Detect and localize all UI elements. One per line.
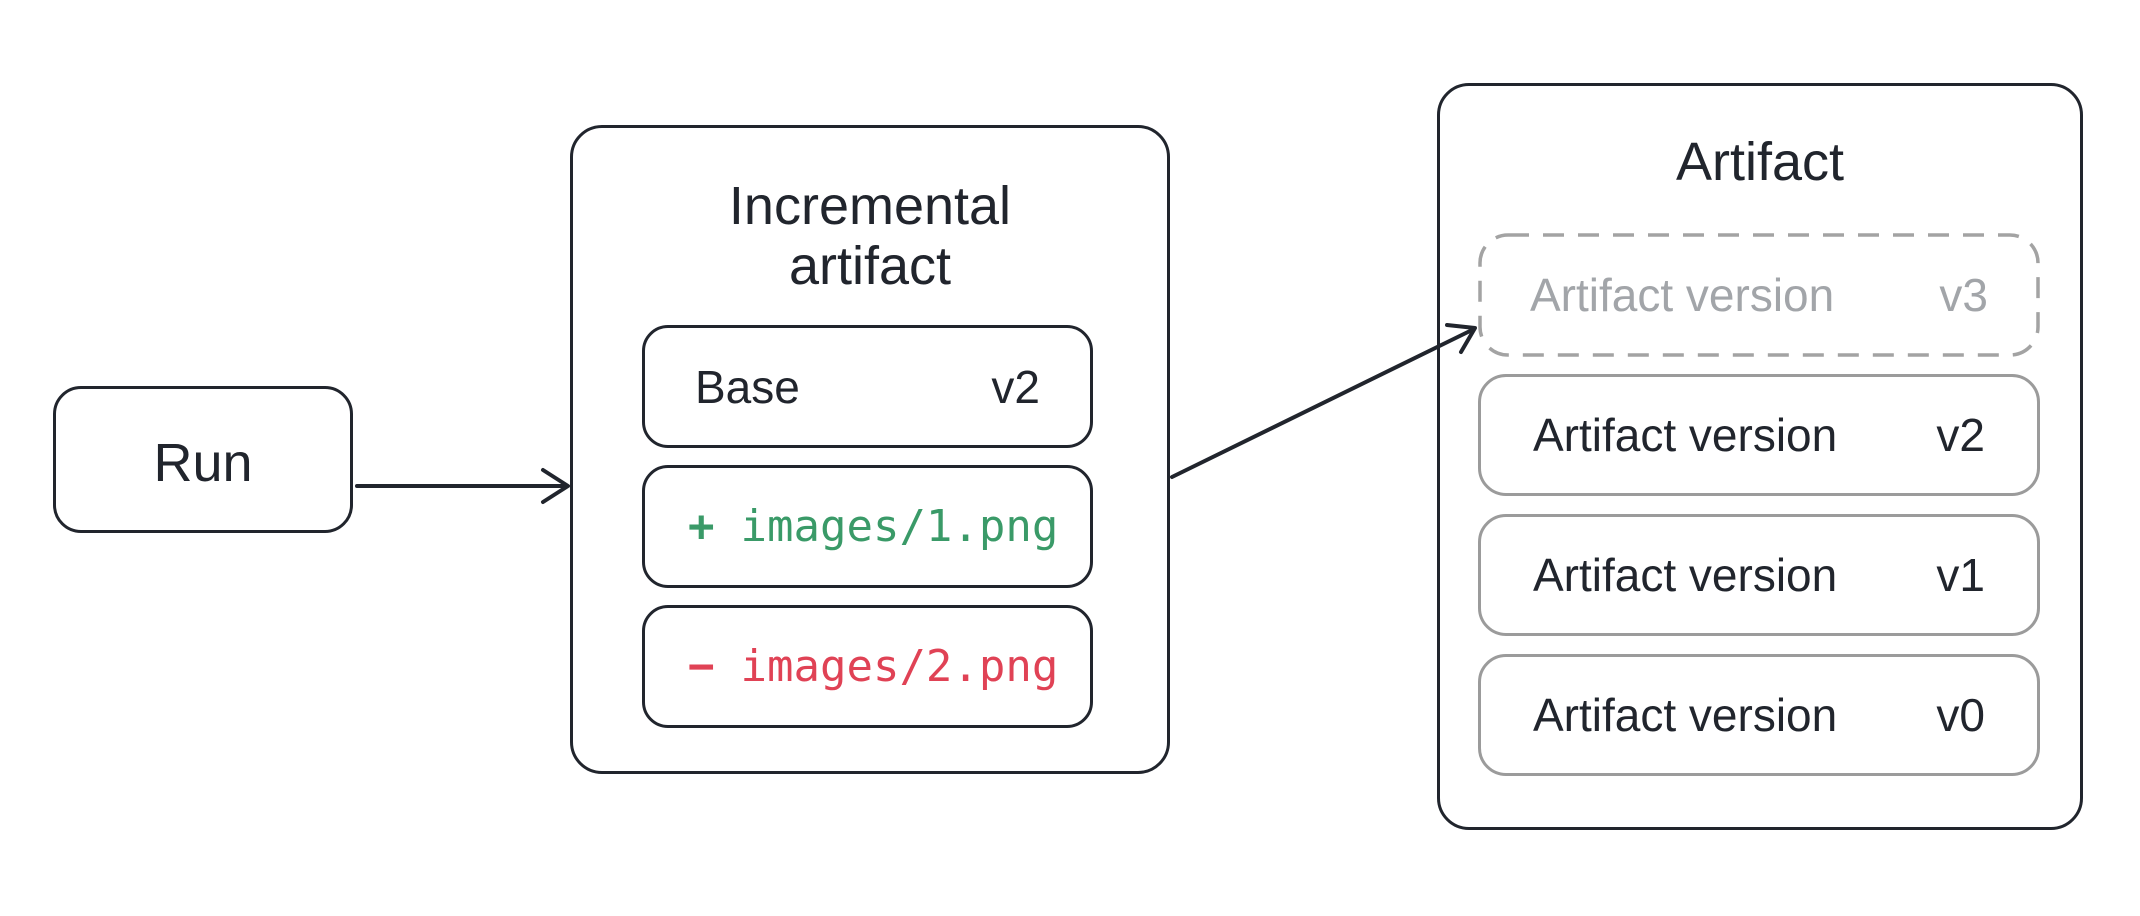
pending-artifact-version-row: Artifact version v3: [1478, 233, 2040, 357]
base-version-badge: v2: [991, 360, 1040, 413]
run-label: Run: [153, 432, 253, 493]
artifact-version-label: Artifact version: [1533, 689, 1838, 741]
removed-file-path: images/2.png: [740, 641, 1059, 692]
diff-removed-row: − images/2.png: [642, 605, 1093, 728]
artifact-version-row-v2: Artifact version v2: [1478, 374, 2040, 496]
base-version-row: Base v2: [642, 325, 1093, 448]
incremental-artifact-title-line2: artifact: [788, 236, 952, 297]
pending-version-label: Artifact version: [1530, 269, 1835, 321]
artifact-version-row-v0: Artifact version v0: [1478, 654, 2040, 776]
diff-added-row: + images/1.png: [642, 465, 1093, 588]
artifact-version-badge: v1: [1936, 549, 1985, 601]
pending-version-badge: v3: [1939, 269, 1988, 321]
incremental-artifact-title: Incremental artifact: [570, 176, 1170, 297]
artifact-version-badge: v0: [1936, 689, 1985, 741]
artifact-version-badge: v2: [1936, 409, 1985, 461]
artifact-version-row-v1: Artifact version v1: [1478, 514, 2040, 636]
incremental-artifact-title-line1: Incremental: [728, 176, 1012, 236]
base-label: Base: [695, 360, 800, 413]
artifact-version-label: Artifact version: [1533, 549, 1838, 601]
artifact-version-label: Artifact version: [1533, 409, 1838, 461]
minus-icon: −: [688, 641, 715, 692]
run-box: [53, 386, 353, 533]
plus-icon: +: [688, 501, 715, 552]
arrowhead-right-icon: [541, 468, 570, 504]
added-file-path: images/1.png: [740, 501, 1059, 552]
artifact-title: Artifact: [1675, 132, 1845, 192]
arrow-incremental-to-artifact: [1170, 328, 1474, 479]
